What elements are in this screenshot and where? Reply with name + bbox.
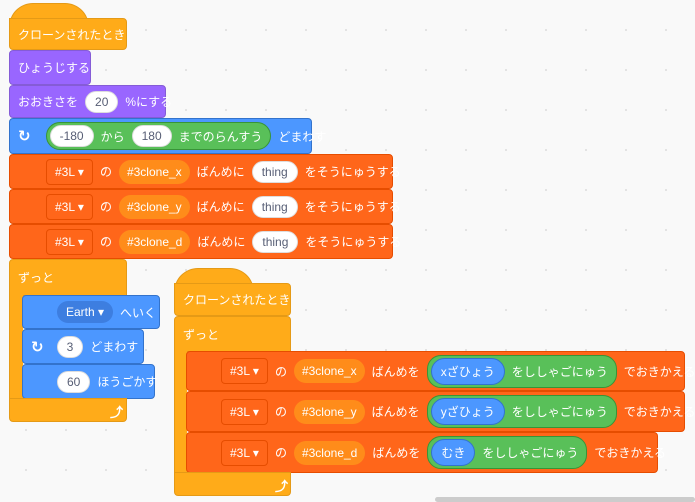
list-dropdown[interactable]: #3L ▾ <box>221 358 268 384</box>
forever-block[interactable]: ずっと <box>9 259 127 296</box>
item-input[interactable]: thing <box>251 195 298 218</box>
variable-reporter[interactable]: #3clone_d <box>118 229 191 254</box>
size-input[interactable]: 20 <box>85 90 119 113</box>
random-reporter[interactable]: -180 から 180 までのらんすう <box>45 122 272 150</box>
block-label: ばんめに <box>196 200 245 214</box>
horizontal-scrollbar[interactable] <box>435 497 695 502</box>
insert-list-block[interactable]: #3L ▾ の #3clone_x ばんめに thing をそうにゅうする <box>9 154 401 189</box>
forever-block[interactable]: ずっと <box>174 316 291 352</box>
to-input[interactable]: 180 <box>131 125 172 147</box>
round-reporter[interactable]: yざひょうをししゃごにゅう <box>426 395 617 428</box>
block-label: でおきかえる <box>623 405 695 419</box>
target-dropdown[interactable]: Earth ▾ <box>57 301 114 323</box>
replace-list-item-block[interactable]: #3L ▾ の #3clone_d ばんめを むきをししゃごにゅう でおきかえる <box>186 432 666 473</box>
list-dropdown[interactable]: #3L ▾ <box>221 398 268 425</box>
when-clone-hat-block[interactable]: クローンされたとき <box>9 18 127 50</box>
block-label: の <box>274 405 287 419</box>
block-label: どまわす <box>278 129 327 144</box>
loop-icon: ↻ <box>31 338 44 356</box>
block-label: でおきかえる <box>594 446 667 460</box>
loop-end-arrow-icon: ⤴ <box>275 479 289 494</box>
variable-reporter[interactable]: #3clone_y <box>293 399 365 424</box>
loop-icon: ↻ <box>18 128 31 145</box>
block-label: どまわす <box>90 340 139 354</box>
when-clone-hat-block[interactable]: クローンされたとき <box>174 283 291 316</box>
variable-reporter[interactable]: #3clone_x <box>293 359 365 383</box>
block-label: ばんめに <box>196 165 245 179</box>
loop-end-arrow-icon: ⤴ <box>110 405 124 420</box>
block-label: ずっと <box>18 271 55 285</box>
block-label: の <box>274 446 287 460</box>
repeat-block[interactable]: ↻ 3 どまわす <box>22 329 144 364</box>
from-input[interactable]: -180 <box>49 125 94 147</box>
insert-list-block[interactable]: #3L ▾ の #3clone_y ばんめに thing をそうにゅうする <box>9 189 401 224</box>
forever-bottom-arm: ⤴ <box>174 472 291 496</box>
block-label: までのらんすう <box>178 129 263 144</box>
list-dropdown[interactable]: #3L ▾ <box>46 158 93 185</box>
block-label: おおきさを <box>18 95 79 109</box>
round-reporter[interactable]: xざひょうをししゃごにゅう <box>426 354 617 388</box>
block-label: ほうごかす <box>97 375 158 389</box>
y-position-reporter[interactable]: yざひょう <box>430 398 505 425</box>
go-to-block[interactable]: Earth ▾ へいく <box>22 295 160 329</box>
block-label: をししゃごにゅう <box>511 364 608 379</box>
block-label: の <box>99 165 112 179</box>
move-block[interactable]: 60 ほうごかす <box>22 364 158 399</box>
variable-reporter[interactable]: #3clone_d <box>293 440 366 465</box>
block-label: の <box>274 364 287 379</box>
forever-bottom-arm: ⤴ <box>9 398 127 422</box>
replace-list-item-block[interactable]: #3L ▾ の #3clone_x ばんめを xざひょうをししゃごにゅう でおき… <box>186 351 695 391</box>
block-label: でおきかえる <box>623 364 695 379</box>
block-label: から <box>100 129 125 144</box>
variable-reporter[interactable]: #3clone_x <box>118 159 190 184</box>
x-position-reporter[interactable]: xざひょう <box>430 357 505 385</box>
round-reporter[interactable]: むきをししゃごにゅう <box>427 436 588 469</box>
block-label: をそうにゅうする <box>304 165 401 179</box>
block-label: の <box>99 235 112 249</box>
insert-list-block[interactable]: #3L ▾ の #3clone_d ばんめに thing をそうにゅうする <box>9 224 401 259</box>
steps-input[interactable]: 60 <box>57 370 91 393</box>
repeat-random-block[interactable]: ↻ -180 から 180 までのらんすう どまわす <box>9 118 326 154</box>
block-label: をそうにゅうする <box>304 200 401 214</box>
block-label: ひょうじする <box>18 61 91 75</box>
replace-list-item-block[interactable]: #3L ▾ の #3clone_y ばんめを yざひょうをししゃごにゅう でおき… <box>186 391 695 432</box>
item-input[interactable]: thing <box>252 230 299 253</box>
set-size-block[interactable]: おおきさを 20 %にする <box>9 85 172 118</box>
block-label: をそうにゅうする <box>305 235 402 249</box>
direction-reporter[interactable]: むき <box>431 439 476 466</box>
forever-arm <box>9 295 23 399</box>
variable-reporter[interactable]: #3clone_y <box>118 194 190 219</box>
block-label: をししゃごにゅう <box>482 446 579 460</box>
block-label: をししゃごにゅう <box>511 405 608 419</box>
block-label: ばんめを <box>371 405 420 419</box>
list-dropdown[interactable]: #3L ▾ <box>221 439 268 466</box>
block-label: クローンされたとき <box>183 293 291 307</box>
block-label: へいく <box>120 305 157 320</box>
item-input[interactable]: thing <box>251 160 298 183</box>
block-label: ばんめに <box>197 235 246 249</box>
forever-arm <box>174 351 187 473</box>
block-label: ずっと <box>183 327 220 342</box>
block-label: クローンされたとき <box>18 27 126 42</box>
block-label: ばんめを <box>371 364 420 379</box>
list-dropdown[interactable]: #3L ▾ <box>46 193 93 220</box>
block-label: の <box>99 200 112 214</box>
block-label: ばんめを <box>372 446 421 460</box>
list-dropdown[interactable]: #3L ▾ <box>46 228 93 255</box>
show-block[interactable]: ひょうじする <box>9 50 91 85</box>
block-label: %にする <box>125 95 173 109</box>
repeat-count-input[interactable]: 3 <box>56 335 84 358</box>
